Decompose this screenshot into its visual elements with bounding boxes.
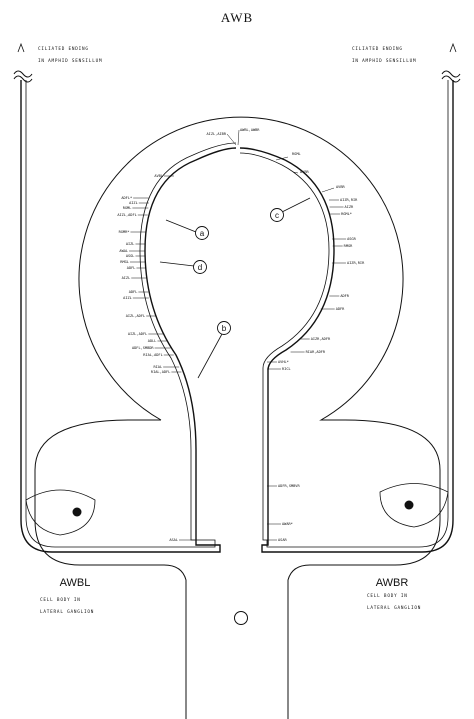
right-body-note-line-1: CELL BODY IN: [367, 593, 408, 599]
label-top-right-0-leader: [275, 156, 289, 161]
right-process: [239, 80, 454, 553]
right-ending-arrow-icon: [449, 42, 457, 53]
label-left-8: ASGL: [126, 254, 135, 258]
label-left-1: ADFL*: [121, 196, 132, 200]
right-process-inner: [239, 80, 449, 548]
label-top-right-1: AVBR: [300, 170, 309, 174]
right-cut-marker: [441, 70, 461, 83]
label-right-2: RGML*: [341, 212, 352, 216]
marker-d-leader: [159, 261, 195, 267]
labels-right: AIZR,RIR AIZR RGML* ASGR RMGR AIZR,RIR ADFR ADF…: [267, 198, 365, 542]
label-left-16: ADLL: [148, 339, 157, 343]
label-left-20: RIAL,ADFL: [151, 370, 170, 374]
left-body-note-line-2: LATERAL GANGLION: [40, 609, 94, 615]
marker-b: [217, 321, 231, 335]
right-cell-body: [404, 500, 414, 510]
marker-b-letter: b: [222, 324, 227, 333]
label-left-9: RMGL: [120, 260, 129, 264]
marker-a-letter: a: [200, 229, 205, 238]
label-left-15: AIZL,ADFL: [128, 332, 147, 336]
marker-a-leader: [165, 219, 197, 233]
right-body-note-line-2: LATERAL GANGLION: [367, 605, 421, 611]
label-right-13: AWAR*: [282, 522, 293, 526]
label-left-21: ASAL: [169, 538, 178, 542]
label-left-17: ADFL,SMBDR: [132, 346, 154, 350]
label-right-8: AIZR,ADFR: [311, 337, 331, 341]
label-right-9: RIAR,ADFR: [306, 350, 326, 354]
label-right-0: AIZR,RIR: [340, 198, 358, 202]
label-left-18: RIAL,ADFL: [143, 353, 162, 357]
top-left-note-line-1: CILIATED ENDING: [38, 46, 89, 52]
marker-b-leader: [197, 333, 223, 379]
label-left-4: AIZL,ADFL: [117, 213, 136, 217]
label-right-14: ASAR: [278, 538, 287, 542]
diagram-title: AWB: [221, 10, 253, 25]
top-right-note-line-1: CILIATED ENDING: [352, 46, 403, 52]
label-left-6: AIZL: [126, 242, 135, 246]
left-cell-body: [72, 507, 82, 517]
label-right-7: ADFR: [336, 307, 345, 311]
left-cut-marker: [13, 70, 33, 83]
label-left-11: AIZL: [122, 276, 131, 280]
label-top-1-leader: [237, 129, 240, 146]
label-left-14: AIZL,ADFL: [126, 314, 145, 318]
label-right-1: AIZR: [345, 205, 354, 209]
central-pore: [234, 611, 248, 625]
label-top-right-2: AVBR: [336, 185, 345, 189]
label-top-right-0: RGML: [292, 152, 301, 156]
labels-left: AVBLADFL*AIZLRGMLAIZL,ADFLRGMR*AIZLAWALA…: [117, 174, 195, 542]
label-left-10: ADFL: [127, 266, 136, 270]
label-right-12: ADFR,SMBVR: [278, 484, 300, 488]
right-body-note: CELL BODY IN LATERAL GANGLION: [367, 593, 421, 611]
marker-c: [270, 208, 284, 222]
label-right-5: AIZR,RIR: [347, 261, 365, 265]
left-ending-arrow-icon: [17, 42, 25, 53]
label-left-5: RGMR*: [119, 230, 130, 234]
label-top-right-2-leader: [321, 187, 335, 193]
label-top-0-leader: [226, 133, 237, 146]
label-top-1: AWBL,AWBR: [240, 128, 260, 132]
label-left-3: RGML: [123, 206, 132, 210]
label-right-4: RMGR: [344, 244, 353, 248]
left-neuron-title: AWBL: [60, 577, 91, 589]
head-outline: [34, 116, 441, 719]
top-left-note-line-2: IN AMPHID SENSILLUM: [38, 58, 102, 64]
marker-c-letter: c: [275, 211, 279, 220]
label-right-6: ADFR: [340, 294, 349, 298]
left-process: [20, 80, 237, 553]
left-body-note: CELL BODY IN LATERAL GANGLION: [40, 597, 94, 615]
label-left-7: AWAL: [119, 249, 128, 253]
left-body-note-line-1: CELL BODY IN: [40, 597, 81, 603]
marker-d: [193, 260, 207, 274]
right-cell-outline: [379, 483, 449, 528]
label-left-2: AIZL: [129, 201, 138, 205]
label-left-0: AVBL: [154, 174, 163, 178]
left-cell-outline: [25, 489, 96, 536]
marker-a: [195, 226, 209, 240]
left-process-inner: [25, 80, 237, 548]
label-left-19: RIAL: [153, 365, 162, 369]
label-right-3: ASGR: [347, 237, 356, 241]
labels-top: AIZL,AIBR AWBL,AWBR RGML AVBR AVBR: [207, 128, 345, 193]
marker-d-letter: d: [198, 263, 202, 272]
label-left-13: AIZL: [123, 296, 132, 300]
label-right-11: RICL: [282, 367, 291, 371]
label-top-0: AIZL,AIBR: [207, 132, 227, 136]
right-neuron-title: AWBR: [376, 577, 409, 589]
top-left-note: CILIATED ENDING IN AMPHID SENSILLUM: [38, 46, 102, 64]
top-right-note-line-2: IN AMPHID SENSILLUM: [352, 58, 416, 64]
label-top-right-1-leader: [292, 171, 299, 174]
label-left-12: ADFL: [129, 290, 138, 294]
label-right-10: AVHL*: [278, 360, 289, 364]
marker-c-leader: [281, 197, 311, 213]
top-right-note: CILIATED ENDING IN AMPHID SENSILLUM: [352, 46, 416, 64]
